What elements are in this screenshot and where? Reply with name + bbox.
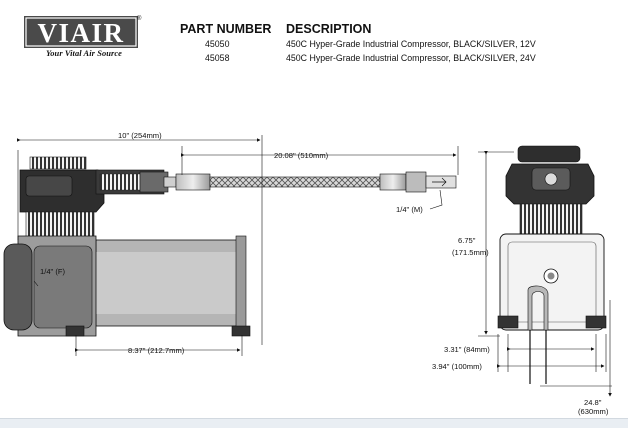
side-dimension-lines	[17, 135, 459, 356]
leader-hose	[163, 171, 457, 193]
inlet-fitting-label: 1/4" (F)	[40, 267, 66, 276]
part-number-header: PART NUMBER	[180, 22, 272, 36]
overall-length-label: 10" (254mm)	[118, 131, 162, 140]
height-mm-label: (171.5mm)	[452, 248, 489, 257]
end-dimension-lines	[478, 151, 612, 397]
brand-name: VIAIR	[37, 18, 124, 48]
hose-length-label: 20.08" (510mm)	[274, 151, 329, 160]
viair-wordmark: VIAIR	[24, 16, 138, 48]
registered-mark: ®	[137, 16, 142, 22]
mount-width-outer-label: 3.94" (100mm)	[432, 362, 482, 371]
part-number-45058: 45058	[205, 53, 230, 63]
mount-width-inner-label: 3.31" (84mm)	[444, 345, 490, 354]
end-view-compressor	[497, 145, 607, 384]
mount-spacing-label: 8.37" (212.7mm)	[128, 346, 185, 355]
brand-tagline: Your Vital Air Source	[45, 49, 123, 58]
lead-length-in-label: 24.8"	[584, 398, 602, 407]
bottom-strip	[0, 418, 628, 428]
hose-fitting-label: 1/4" (M)	[396, 205, 423, 214]
description-45050: 450C Hyper-Grade Industrial Compressor, …	[286, 39, 536, 49]
side-view-compressor	[3, 156, 251, 337]
lead-length-mm-label: (630mm)	[578, 407, 609, 416]
viair-logo: VIAIR ® Your Vital Air Source	[24, 16, 142, 64]
height-in-label: 6.75"	[458, 236, 476, 245]
description-header: DESCRIPTION	[286, 22, 372, 36]
part-number-45050: 45050	[205, 39, 230, 49]
description-45058: 450C Hyper-Grade Industrial Compressor, …	[286, 53, 536, 63]
